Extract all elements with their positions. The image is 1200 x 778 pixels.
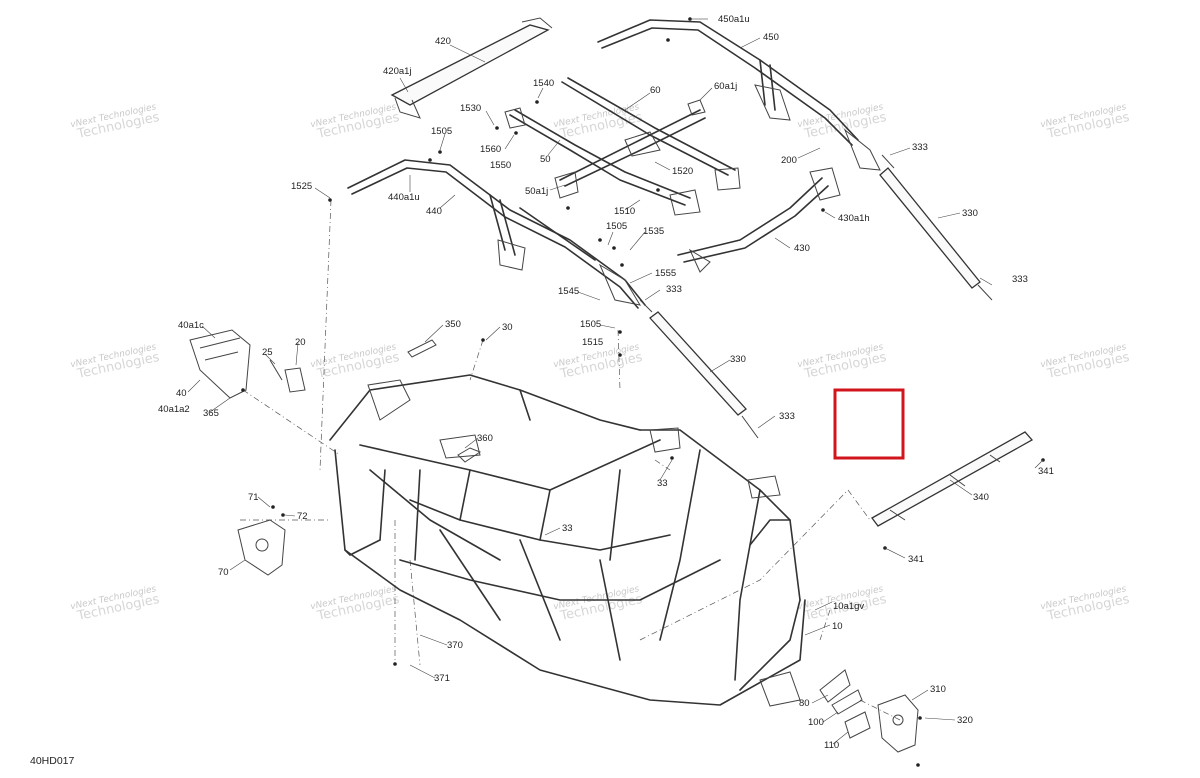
bracket-20-25 (269, 359, 306, 393)
part-label: 50a1j (525, 186, 548, 197)
bracket-40 (189, 329, 251, 399)
rear-roof-hoop-440 (347, 159, 646, 309)
part-label: 72 (297, 511, 308, 522)
tube-330-right (879, 154, 993, 301)
fastener-dots (241, 17, 1045, 767)
part-label: 30 (502, 322, 513, 333)
part-label: 365 (203, 408, 219, 419)
bracket-310 (877, 694, 919, 753)
part-label: 1515 (582, 337, 603, 348)
part-label: 310 (930, 684, 946, 695)
part-label: 20 (295, 337, 306, 348)
bracket-350-30 (407, 339, 482, 463)
part-label: 1545 (558, 286, 579, 297)
part-label: 60 (650, 85, 661, 96)
part-label: 371 (434, 673, 450, 684)
part-label: 341 (1038, 466, 1054, 477)
bracket-70 (237, 519, 286, 576)
part-label: 40 (176, 388, 187, 399)
tube-330-center (639, 299, 759, 439)
diagram-code: 40HD017 (30, 755, 75, 767)
front-roof-hoop-450 (597, 19, 881, 171)
part-label: 1540 (533, 78, 554, 89)
part-label: 1555 (655, 268, 676, 279)
part-label: 40a1c (178, 320, 204, 331)
part-label: 333 (1012, 274, 1028, 285)
leader-lines (187, 18, 1044, 745)
part-label: 440a1u (388, 192, 420, 203)
part-label: 350 (445, 319, 461, 330)
part-label: 330 (962, 208, 978, 219)
part-label: 1525 (291, 181, 312, 192)
part-label: 200 (781, 155, 797, 166)
part-labels: 420 420a1j 450a1u 450 1540 60 60a1j 1530… (158, 14, 1054, 751)
part-label: 110 (824, 740, 839, 751)
part-label: 40a1a2 (158, 404, 190, 415)
crossbar-340 (871, 431, 1034, 527)
part-label: 33 (657, 478, 668, 489)
part-label: 430 (794, 243, 810, 254)
roof-crossbar-420 (390, 17, 553, 119)
roof-crossbars (504, 77, 741, 216)
part-label: 100 (808, 717, 824, 728)
part-label: 10 (832, 621, 843, 632)
part-label: 340 (973, 492, 989, 503)
part-label: 330 (730, 354, 746, 365)
part-label: 80 (799, 698, 810, 709)
part-label: 50 (540, 154, 551, 165)
part-label: 430a1h (838, 213, 870, 224)
part-label: 1510 (614, 206, 635, 217)
part-label: 420 (435, 36, 451, 47)
part-label: 320 (957, 715, 973, 726)
part-label: 33 (562, 523, 573, 534)
part-label: 1535 (643, 226, 664, 237)
brackets-80-100-110 (819, 669, 871, 739)
part-label: 1530 (460, 103, 481, 114)
part-label: 333 (779, 411, 795, 422)
part-label: 1550 (490, 160, 511, 171)
part-label: 10a1gv (833, 601, 864, 612)
main-chassis-frame-10 (329, 374, 806, 707)
part-label: 370 (447, 640, 463, 651)
part-label: 1560 (480, 144, 501, 155)
part-label: 1505 (431, 126, 452, 137)
part-label: 1505 (606, 221, 627, 232)
part-label: 420a1j (383, 66, 412, 77)
part-label: 1520 (672, 166, 693, 177)
part-label: 1505 (580, 319, 601, 330)
part-label: 360 (477, 433, 493, 444)
crossbar-430 (677, 167, 841, 273)
part-label: 25 (262, 347, 273, 358)
assembly-guide-lines (240, 199, 901, 721)
part-label: 450 (763, 32, 779, 43)
part-label: 341 (908, 554, 924, 565)
highlight-box (833, 388, 905, 460)
part-label: 450a1u (718, 14, 750, 25)
part-label: 60a1j (714, 81, 737, 92)
part-label: 71 (248, 492, 259, 503)
part-label: 333 (912, 142, 928, 153)
part-label: 440 (426, 206, 442, 217)
part-label: 333 (666, 284, 682, 295)
part-label: 70 (218, 567, 229, 578)
